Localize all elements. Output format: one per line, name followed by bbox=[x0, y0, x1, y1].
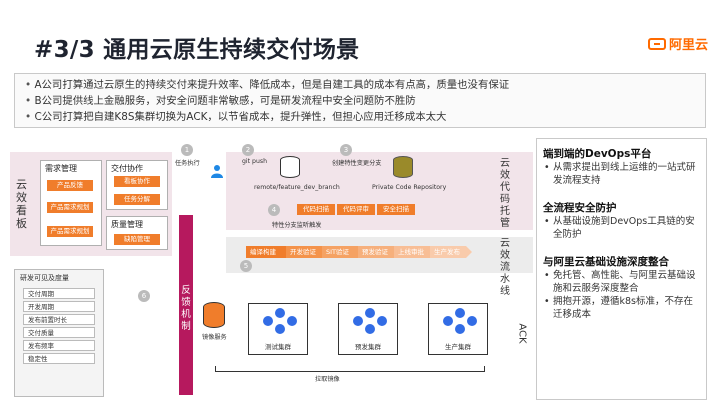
delivery-title: 交付协作 bbox=[111, 164, 143, 173]
k8s-icon bbox=[377, 316, 387, 326]
image-repo-label: 镜像服务 bbox=[202, 334, 227, 341]
pipeline-step: 编译构建 bbox=[246, 246, 292, 258]
pipeline-step: 预发验证 bbox=[358, 246, 400, 258]
pipeline-step: 上线审批 bbox=[394, 246, 436, 258]
code-zone bbox=[226, 152, 533, 230]
metrics-item: 交付质量 bbox=[23, 327, 95, 338]
benefit-item: 免托管、高性能、与阿里云基础设施和云服务深度整合 bbox=[543, 270, 700, 295]
step-number: 4 bbox=[268, 204, 280, 216]
k8s-icon bbox=[455, 308, 465, 318]
step-number: 2 bbox=[242, 144, 254, 156]
benefit-heading: 与阿里云基础设施深度整合 bbox=[543, 256, 669, 268]
pipeline-step-label: 开发验证 bbox=[290, 248, 316, 256]
metrics-item: 交付周期 bbox=[23, 288, 95, 299]
step-number: 1 bbox=[181, 144, 193, 156]
metrics-item: 稳定性 bbox=[23, 353, 95, 364]
cluster-label: 预发集群 bbox=[355, 343, 381, 351]
logo-text: 阿里云 bbox=[668, 38, 708, 53]
architecture-diagram: 云效看板 需求管理 产品反馈 产品需求规划 产品需求规划 交付协作 看板协作 任… bbox=[10, 138, 533, 400]
k8s-icon bbox=[287, 316, 297, 326]
code-step: 代码扫描 bbox=[297, 204, 335, 215]
metrics-panel: 研发可见及度量 交付周期 开发周期 发布前置时长 交付质量 发布频率 稳定性 bbox=[14, 269, 104, 397]
cluster-label: 生产集群 bbox=[445, 343, 471, 351]
test-cluster-box: 测试集群 bbox=[248, 303, 308, 355]
private-repo-label: Private Code Repository bbox=[372, 184, 447, 191]
k8s-icon bbox=[365, 324, 375, 334]
quality-item: 缺陷管理 bbox=[114, 234, 160, 245]
step-number: 5 bbox=[240, 260, 252, 272]
aliyun-logo-icon bbox=[647, 37, 666, 50]
pipeline-step-label: 编译构建 bbox=[250, 248, 276, 256]
benefit-heading: 端到端的DevOps平台 bbox=[543, 148, 652, 160]
pipeline-lane-label: 云效流水线 bbox=[500, 238, 510, 297]
pipeline-step: SIT验证 bbox=[322, 246, 364, 258]
pipeline-step-label: 上线审批 bbox=[398, 248, 424, 256]
benefit-heading: 全流程安全防护 bbox=[543, 202, 617, 214]
intro-item: B公司提供线上金融服务，对安全问题非常敏感，可是研发流程中安全问题防不胜防 bbox=[25, 93, 695, 109]
pipeline-step-label: 生产发布 bbox=[434, 248, 460, 256]
step-number: 3 bbox=[340, 144, 352, 156]
k8s-icon bbox=[263, 316, 273, 326]
metrics-item: 发布前置时长 bbox=[23, 314, 95, 325]
demand-mgmt-title: 需求管理 bbox=[45, 164, 77, 173]
k8s-icon bbox=[443, 316, 453, 326]
feedback-bar: 反馈机制 bbox=[179, 215, 193, 395]
demand-item: 产品需求规划 bbox=[47, 226, 93, 237]
aliyun-logo: 阿里云 bbox=[647, 34, 708, 53]
production-cluster-box: 生产集群 bbox=[428, 303, 488, 355]
repo-cylinder-icon bbox=[280, 156, 300, 178]
pipeline-step-label: SIT验证 bbox=[326, 248, 350, 256]
metrics-item: 发布频率 bbox=[23, 340, 95, 351]
pipeline-step: 开发验证 bbox=[286, 246, 328, 258]
code-step: 安全扫描 bbox=[377, 204, 415, 215]
create-branch-label: 创建特性变更分支 bbox=[332, 160, 382, 167]
delivery-item: 看板协作 bbox=[114, 176, 160, 187]
intro-item: C公司打算把自建K8S集群切换为ACK，以节省成本，提升弹性，但担心应用迁移成本… bbox=[25, 109, 695, 125]
intro-box: A公司打算通过云原生的持续交付来提升效率、降低成本，但是自建工具的成本有点高，质… bbox=[14, 73, 706, 128]
demand-item: 产品需求规划 bbox=[47, 202, 93, 213]
code-step: 代码评审 bbox=[337, 204, 375, 215]
benefit-item: 从需求提出到线上运维的一站式研发流程支持 bbox=[543, 162, 700, 187]
k8s-icon bbox=[353, 316, 363, 326]
pipeline-step-label: 预发验证 bbox=[362, 248, 388, 256]
ack-label: ACK bbox=[516, 323, 528, 344]
code-lane-label: 云效代码托管 bbox=[500, 158, 510, 229]
quality-title: 质量管理 bbox=[111, 220, 143, 229]
k8s-icon bbox=[275, 324, 285, 334]
demand-item: 产品反馈 bbox=[47, 180, 93, 191]
benefits-panel: 端到端的DevOps平台 从需求提出到线上运维的一站式研发流程支持 全流程安全防… bbox=[536, 138, 707, 400]
k8s-icon bbox=[365, 308, 375, 318]
k8s-icon bbox=[275, 308, 285, 318]
delivery-item: 任务分解 bbox=[114, 194, 160, 205]
k8s-icon bbox=[455, 324, 465, 334]
pull-image-line bbox=[215, 366, 485, 372]
metrics-title: 研发可见及度量 bbox=[20, 274, 69, 282]
intro-item: A公司打算通过云原生的持续交付来提升效率、降低成本，但是自建工具的成本有点高，质… bbox=[25, 77, 695, 93]
image-repo-icon bbox=[203, 302, 225, 328]
metrics-item: 开发周期 bbox=[23, 301, 95, 312]
k8s-icon bbox=[467, 316, 477, 326]
step-number: 6 bbox=[138, 290, 150, 302]
board-zone-label: 云效看板 bbox=[16, 178, 27, 230]
git-push-label: git push bbox=[242, 158, 268, 165]
benefit-item: 从基础设施到DevOps工具链的安全防护 bbox=[543, 216, 700, 241]
pipeline-step: 生产发布 bbox=[430, 246, 472, 258]
task-exec-label: 任务执行 bbox=[175, 160, 200, 167]
benefit-item: 拥抱开源，遵循k8s标准，不存在迁移成本 bbox=[543, 296, 700, 321]
feature-trigger-label: 特性分支监听触发 bbox=[272, 222, 322, 229]
cluster-label: 测试集群 bbox=[265, 343, 291, 351]
private-repo-icon bbox=[393, 156, 413, 178]
pull-image-label: 拉取镜像 bbox=[315, 376, 340, 383]
staging-cluster-box: 预发集群 bbox=[338, 303, 398, 355]
developer-icon bbox=[210, 163, 224, 178]
page-title: #3/3 通用云原生持续交付场景 bbox=[34, 37, 360, 63]
branch-name-label: remote/feature_dev_branch bbox=[254, 184, 340, 191]
